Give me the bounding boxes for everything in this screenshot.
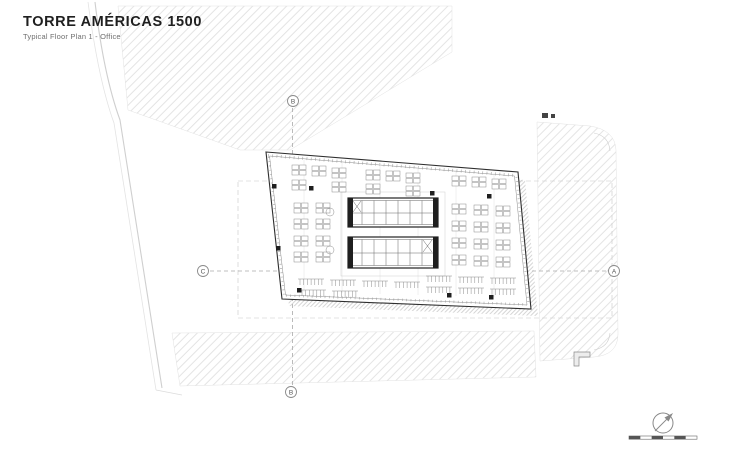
- grid-marker-top-label: B: [291, 98, 295, 105]
- facade-mullions-left: [267, 156, 286, 297]
- core-corridor: [340, 191, 446, 277]
- north-arrow-icon: [652, 412, 674, 434]
- site-hatch-bottom: [171, 330, 591, 387]
- furniture-desks: [291, 164, 511, 268]
- grid-marker-right-label: A: [612, 268, 617, 275]
- scale-bar: [628, 435, 698, 440]
- facade-mullions-bottom: [285, 294, 528, 306]
- grid-marker-left-label: C: [201, 268, 206, 275]
- road-edge-lines: [87, 1, 183, 396]
- columns: [272, 184, 494, 300]
- grid-marker-right: A: [608, 265, 620, 277]
- core-lower: [347, 236, 439, 269]
- site-wall-element: [573, 351, 591, 367]
- title-block: TORRE AMÉRICAS 1500 Typical Floor Plan 1…: [23, 14, 202, 41]
- round-table: [325, 245, 335, 255]
- grid-marker-left: C: [197, 265, 209, 277]
- site-hatch-top: [117, 5, 453, 151]
- roof-element: [542, 113, 548, 118]
- core-upper: [347, 197, 439, 228]
- page-subtitle: Typical Floor Plan 1 - Office: [23, 32, 121, 41]
- grid-marker-top: B: [287, 95, 299, 107]
- grid-marker-bottom: B: [285, 386, 297, 398]
- site-hatch-right: [536, 113, 619, 362]
- grid-marker-bottom-label: B: [289, 389, 293, 396]
- round-table: [325, 207, 335, 217]
- page-title: TORRE AMÉRICAS 1500: [23, 14, 202, 30]
- roof-element: [551, 114, 555, 118]
